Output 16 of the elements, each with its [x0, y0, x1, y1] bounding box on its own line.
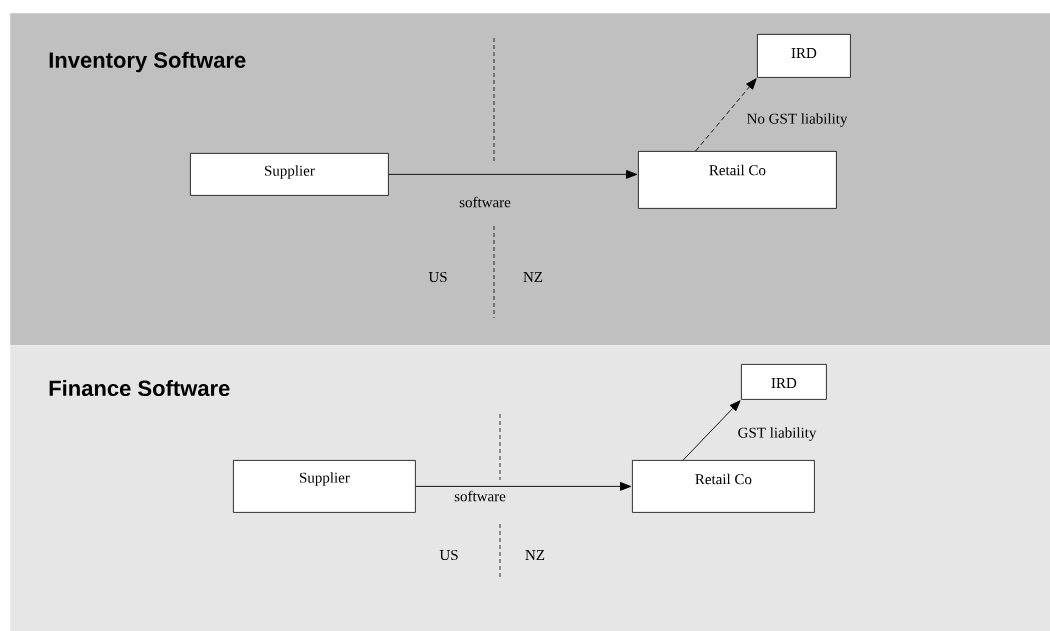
arrow [388, 170, 638, 179]
edge-label: GST liability [736, 426, 818, 442]
edge-label: No GST liability [745, 112, 849, 128]
region-label: NZ [523, 272, 543, 282]
arrow [695, 78, 757, 152]
arrow [415, 482, 632, 491]
region-label: US [428, 271, 447, 283]
arrow [682, 400, 741, 461]
region-label: NZ [525, 550, 545, 560]
process-box: IRD [741, 364, 827, 400]
process-box: IRD [757, 34, 851, 78]
process-box: Retail Co [632, 460, 815, 513]
process-box: Retail Co [638, 151, 837, 209]
process-box: Supplier [233, 460, 416, 513]
process-box: Supplier [190, 153, 389, 196]
region-label: US [439, 549, 458, 561]
